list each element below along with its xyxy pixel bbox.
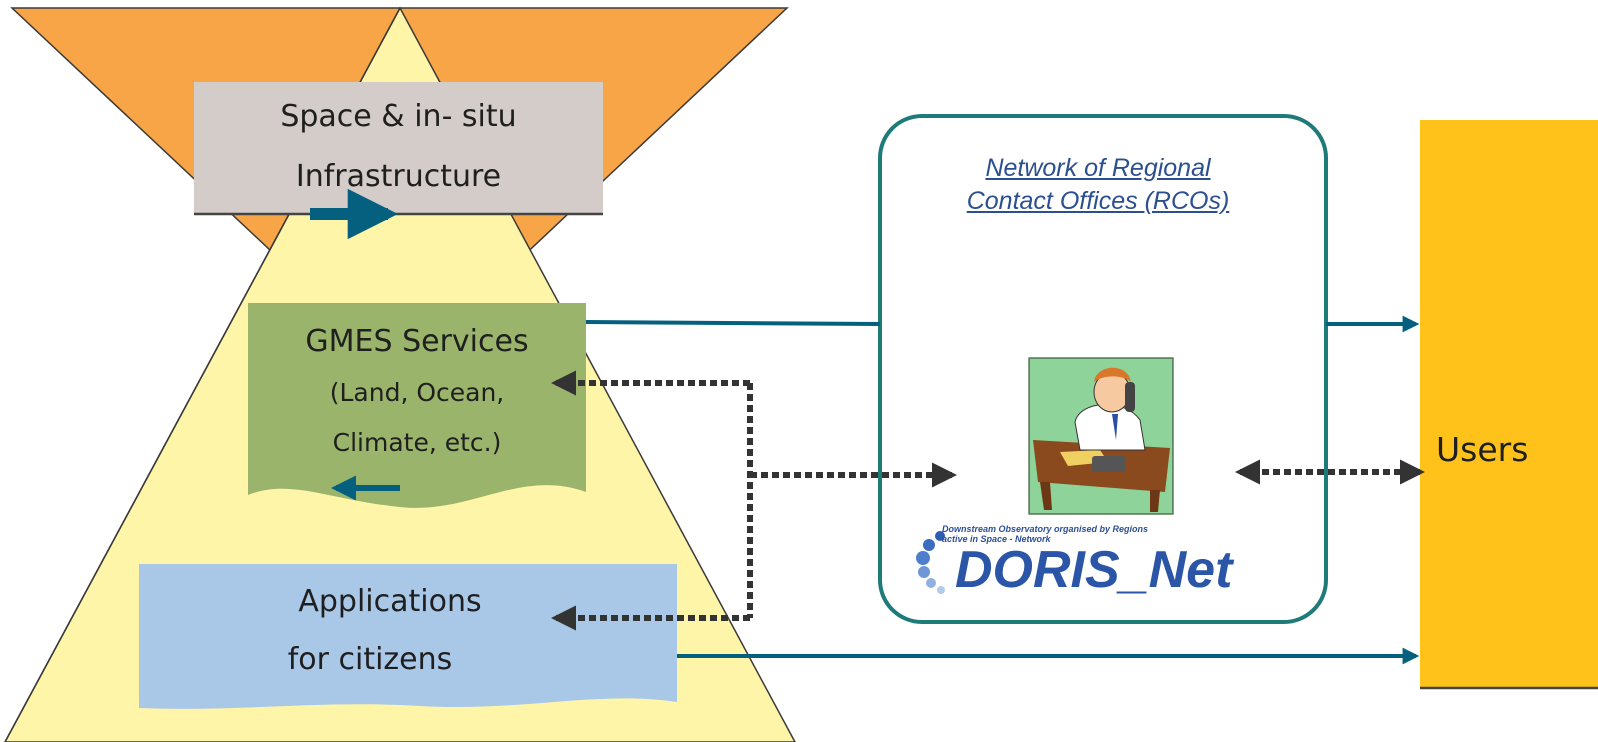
logo-tagline: Downstream Observatory organised by Regi… [942, 524, 1252, 544]
services-label-line1: GMES Services [305, 324, 529, 359]
infrastructure-box [194, 82, 603, 216]
infrastructure-label-line2: Infrastructure [295, 159, 502, 194]
services-label-line2: (Land, Ocean, [329, 378, 505, 407]
applications-label-line1: Applications [298, 584, 482, 619]
logo-tagline-line2: active in Space - Network [942, 534, 1051, 544]
infrastructure-label-line1: Space & in- situ [280, 99, 517, 134]
services-to-network-line [585, 320, 881, 326]
services-label-line3: Climate, etc.) [332, 428, 502, 457]
network-title-line1: Network of Regional [985, 154, 1211, 182]
logo-name: DORIS_Net [955, 541, 1233, 599]
network-title: Network of Regional Contact Offices (RCO… [888, 152, 1308, 218]
applications-label-line2: for citizens [287, 642, 453, 677]
office-worker-on-phone-icon [1028, 357, 1174, 515]
applications-box [139, 564, 677, 709]
users-box [1420, 120, 1598, 690]
logo-tagline-line1: Downstream Observatory organised by Regi… [942, 524, 1149, 534]
network-title-line2: Contact Offices (RCOs) [966, 187, 1230, 215]
doris-net-logo [916, 531, 945, 594]
services-box [248, 303, 586, 508]
users-label: Users [1436, 430, 1529, 469]
